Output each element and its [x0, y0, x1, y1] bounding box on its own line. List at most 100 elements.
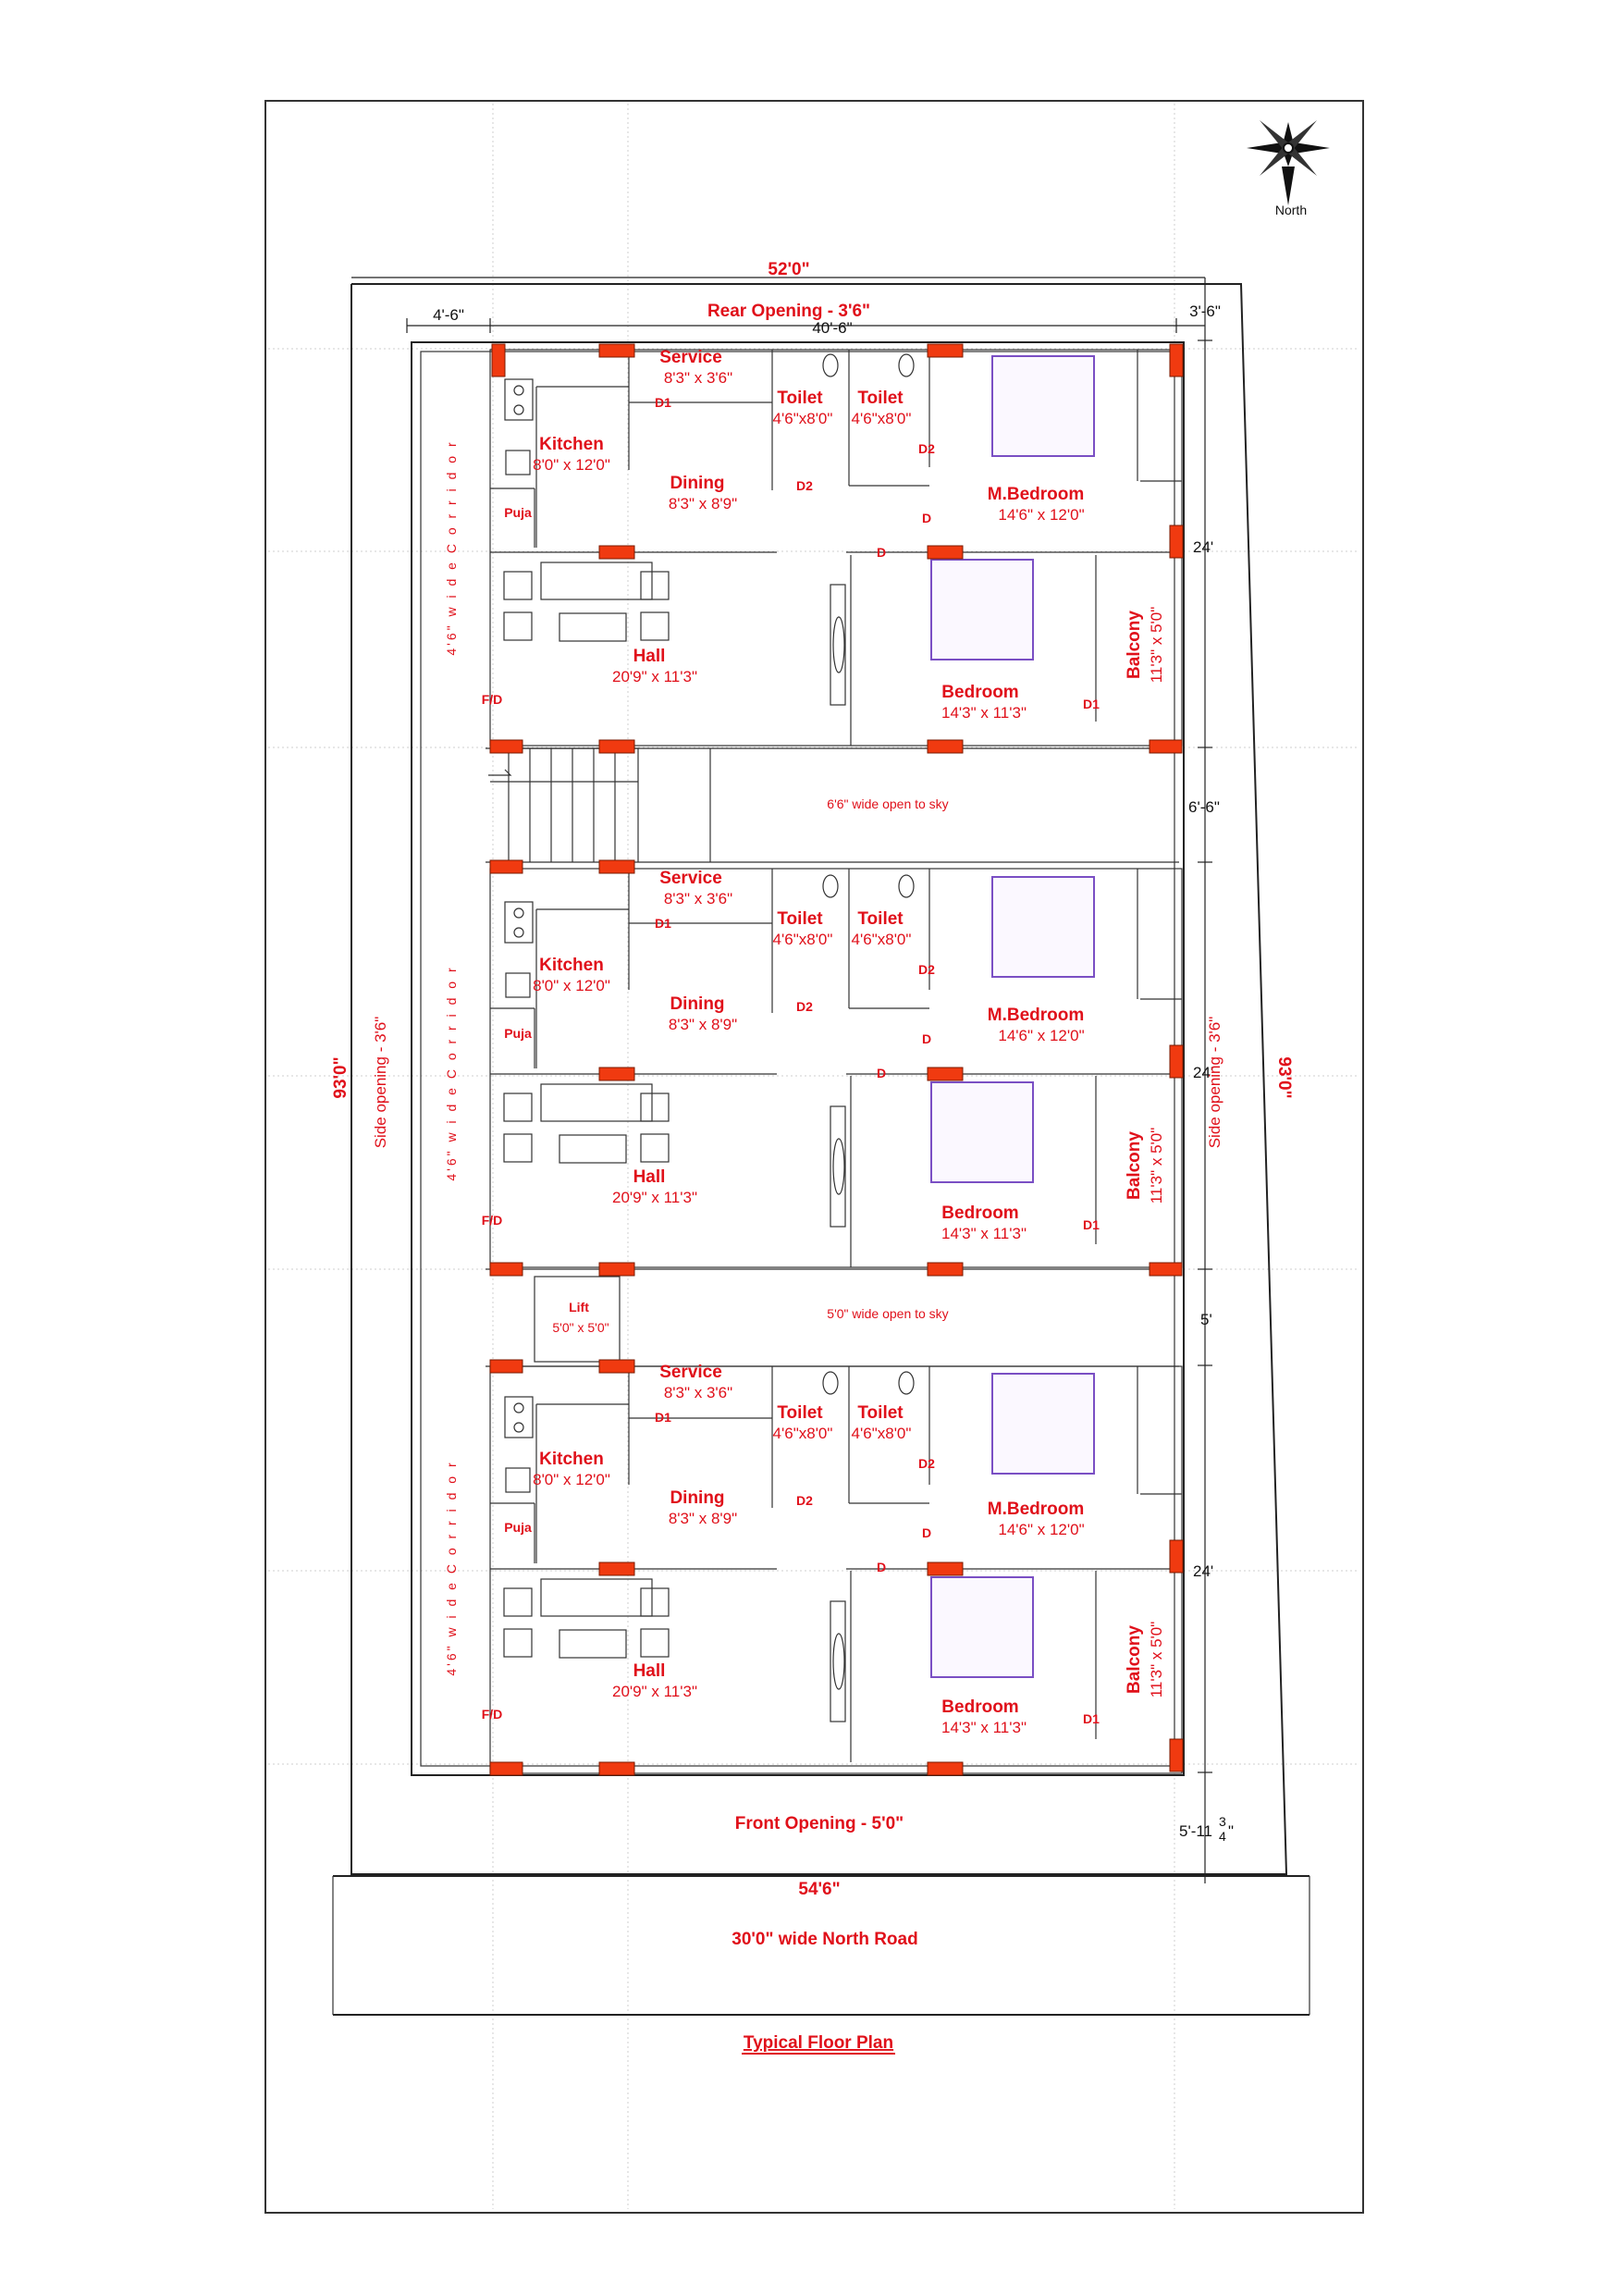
unit-1-mbedroom-size: 14'6" x 12'0"	[998, 506, 1084, 524]
room-labels: Service 8'3" x 3'6" Toilet 4'6"x8'0" Toilet 4…	[444, 348, 1165, 1736]
unit-3-service-name: Service	[659, 1363, 722, 1382]
lift-size: 5'0" x 5'0"	[552, 1320, 609, 1335]
unit-2-d-mbed-label: D	[922, 1031, 931, 1046]
front-road	[332, 1875, 1310, 2016]
unit-2-balcony-name: Balcony	[1125, 1131, 1144, 1200]
unit-3-kitchen-size: 8'0" x 12'0"	[533, 1471, 610, 1488]
unit-3-balcony-name: Balcony	[1125, 1625, 1144, 1694]
unit-depth-dim-1: 24'	[1193, 538, 1213, 556]
front-setback-dim: 5'-11	[1179, 1822, 1212, 1840]
unit-2-toilet-b-name: Toilet	[857, 909, 904, 929]
unit-3-d1-service-label: D1	[655, 1410, 671, 1425]
drawing-title: Typical Floor Plan	[744, 2033, 893, 2053]
apartment-unit-3	[489, 1359, 1184, 1776]
unit-3-d-mbed-label: D	[922, 1525, 931, 1540]
unit-3-toilet-b-size: 4'6"x8'0"	[852, 1425, 912, 1442]
gap-dim-1: 6'-6"	[1188, 798, 1220, 816]
unit-1-toilet-a-name: Toilet	[777, 389, 823, 408]
unit-3-puja-label: Puja	[504, 1520, 532, 1535]
unit-3-d1-balcony-label: D1	[1083, 1711, 1100, 1726]
unit-2-toilet-a-size: 4'6"x8'0"	[773, 931, 833, 948]
unit-1-d-mbed-label: D	[922, 511, 931, 525]
building-outline	[411, 341, 1185, 1776]
unit-3-mbedroom-size: 14'6" x 12'0"	[998, 1521, 1084, 1538]
unit-1-balcony-size: 11'3" x 5'0"	[1148, 607, 1165, 684]
unit-depth-dim-2: 24'	[1193, 1064, 1213, 1081]
unit-1-d1-balcony-label: D1	[1083, 697, 1100, 711]
unit-3-bedroom-name: Bedroom	[941, 1697, 1018, 1717]
corridor-label-2: 4'6" w i d e C o r r i d o r	[444, 965, 459, 1180]
road-label: 30'0" wide North Road	[732, 1930, 917, 1949]
unit-2-d2-toilet-label: D2	[796, 999, 813, 1014]
apartment-unit-2	[489, 859, 1184, 1277]
unit-3-kitchen-name: Kitchen	[539, 1450, 604, 1469]
apartment-unit-1	[489, 343, 1184, 754]
north-compass	[1247, 120, 1330, 205]
building-width-dim: 40'-6"	[812, 319, 852, 337]
unit-2-toilet-b-size: 4'6"x8'0"	[852, 931, 912, 948]
unit-3-toilet-b-name: Toilet	[857, 1403, 904, 1423]
unit-2-balcony-size: 11'3" x 5'0"	[1148, 1128, 1165, 1204]
unit-2-bedroom-name: Bedroom	[941, 1204, 1018, 1223]
unit-3-balcony-size: 11'3" x 5'0"	[1148, 1622, 1165, 1698]
unit-1-toilet-b-size: 4'6"x8'0"	[852, 410, 912, 427]
side-opening-right: Side opening - 3'6"	[1206, 1017, 1223, 1149]
unit-3-dining-size: 8'3" x 8'9"	[669, 1510, 737, 1527]
plot-depth-right: 93'0"	[1274, 1056, 1294, 1098]
unit-3-bedroom-size: 14'3" x 11'3"	[941, 1719, 1027, 1736]
rear-opening-label: Rear Opening - 3'6"	[707, 302, 870, 321]
unit-1-kitchen-size: 8'0" x 12'0"	[533, 456, 610, 474]
unit-1-dining-size: 8'3" x 8'9"	[669, 495, 737, 512]
front-setback-frac-top: 3	[1219, 1814, 1226, 1829]
unit-1-service-size: 8'3" x 3'6"	[664, 369, 732, 387]
unit-3-d2-mbed-label: D2	[918, 1456, 935, 1471]
unit-3-service-size: 8'3" x 3'6"	[664, 1384, 732, 1401]
unit-2-mbedroom-size: 14'6" x 12'0"	[998, 1027, 1084, 1044]
unit-2-hall-size: 20'9" x 11'3"	[612, 1189, 697, 1206]
unit-1-balcony-name: Balcony	[1125, 611, 1144, 679]
unit-3-mbedroom-name: M.Bedroom	[988, 1500, 1085, 1519]
unit-2-kitchen-size: 8'0" x 12'0"	[533, 977, 610, 994]
unit-2-fd-label: F/D	[482, 1213, 503, 1228]
plot-boundary	[350, 283, 1288, 1875]
north-label: North	[1275, 203, 1307, 217]
unit-3-dining-name: Dining	[670, 1488, 724, 1508]
unit-1-service-name: Service	[659, 348, 722, 367]
unit-1-puja-label: Puja	[504, 505, 532, 520]
unit-1-bedroom-name: Bedroom	[941, 683, 1018, 702]
unit-2-d-bed-label: D	[877, 1066, 886, 1080]
unit-1-dining-name: Dining	[670, 474, 724, 493]
unit-3-toilet-a-size: 4'6"x8'0"	[773, 1425, 833, 1442]
unit-1-kitchen-name: Kitchen	[539, 435, 604, 454]
unit-2-hall-name: Hall	[633, 1167, 666, 1187]
unit-2-dining-name: Dining	[670, 994, 724, 1014]
unit-2-d1-balcony-label: D1	[1083, 1217, 1100, 1232]
front-setback-inch: "	[1228, 1822, 1234, 1840]
front-setback-frac-bottom: 4	[1219, 1829, 1226, 1844]
unit-3-hall-name: Hall	[633, 1661, 666, 1681]
unit-1-d1-service-label: D1	[655, 395, 671, 410]
unit-1-d-bed-label: D	[877, 545, 886, 560]
unit-2-bedroom-size: 14'3" x 11'3"	[941, 1225, 1027, 1242]
left-offset-dim: 4'-6"	[433, 306, 464, 324]
unit-1-d2-mbed-label: D2	[918, 441, 935, 456]
plot-bottom-width: 54'6"	[798, 1880, 840, 1899]
open-to-sky-label-1: 6'6" wide open to sky	[827, 796, 948, 811]
lift-label: Lift	[569, 1300, 589, 1315]
unit-1-fd-label: F/D	[482, 692, 503, 707]
unit-2-d1-service-label: D1	[655, 916, 671, 931]
unit-3-hall-size: 20'9" x 11'3"	[612, 1683, 697, 1700]
unit-3-d-bed-label: D	[877, 1560, 886, 1574]
unit-1-bedroom-size: 14'3" x 11'3"	[941, 704, 1027, 722]
unit-2-service-name: Service	[659, 869, 722, 888]
unit-1-toilet-b-name: Toilet	[857, 389, 904, 408]
unit-3-fd-label: F/D	[482, 1707, 503, 1722]
unit-1-hall-size: 20'9" x 11'3"	[612, 668, 697, 685]
unit-1-d2-toilet-label: D2	[796, 478, 813, 493]
plot-depth-left: 93'0"	[331, 1056, 350, 1098]
unit-2-service-size: 8'3" x 3'6"	[664, 890, 732, 907]
unit-2-toilet-a-name: Toilet	[777, 909, 823, 929]
plot-top-width: 52'0"	[768, 260, 809, 279]
unit-depth-dim-3: 24'	[1193, 1562, 1213, 1580]
